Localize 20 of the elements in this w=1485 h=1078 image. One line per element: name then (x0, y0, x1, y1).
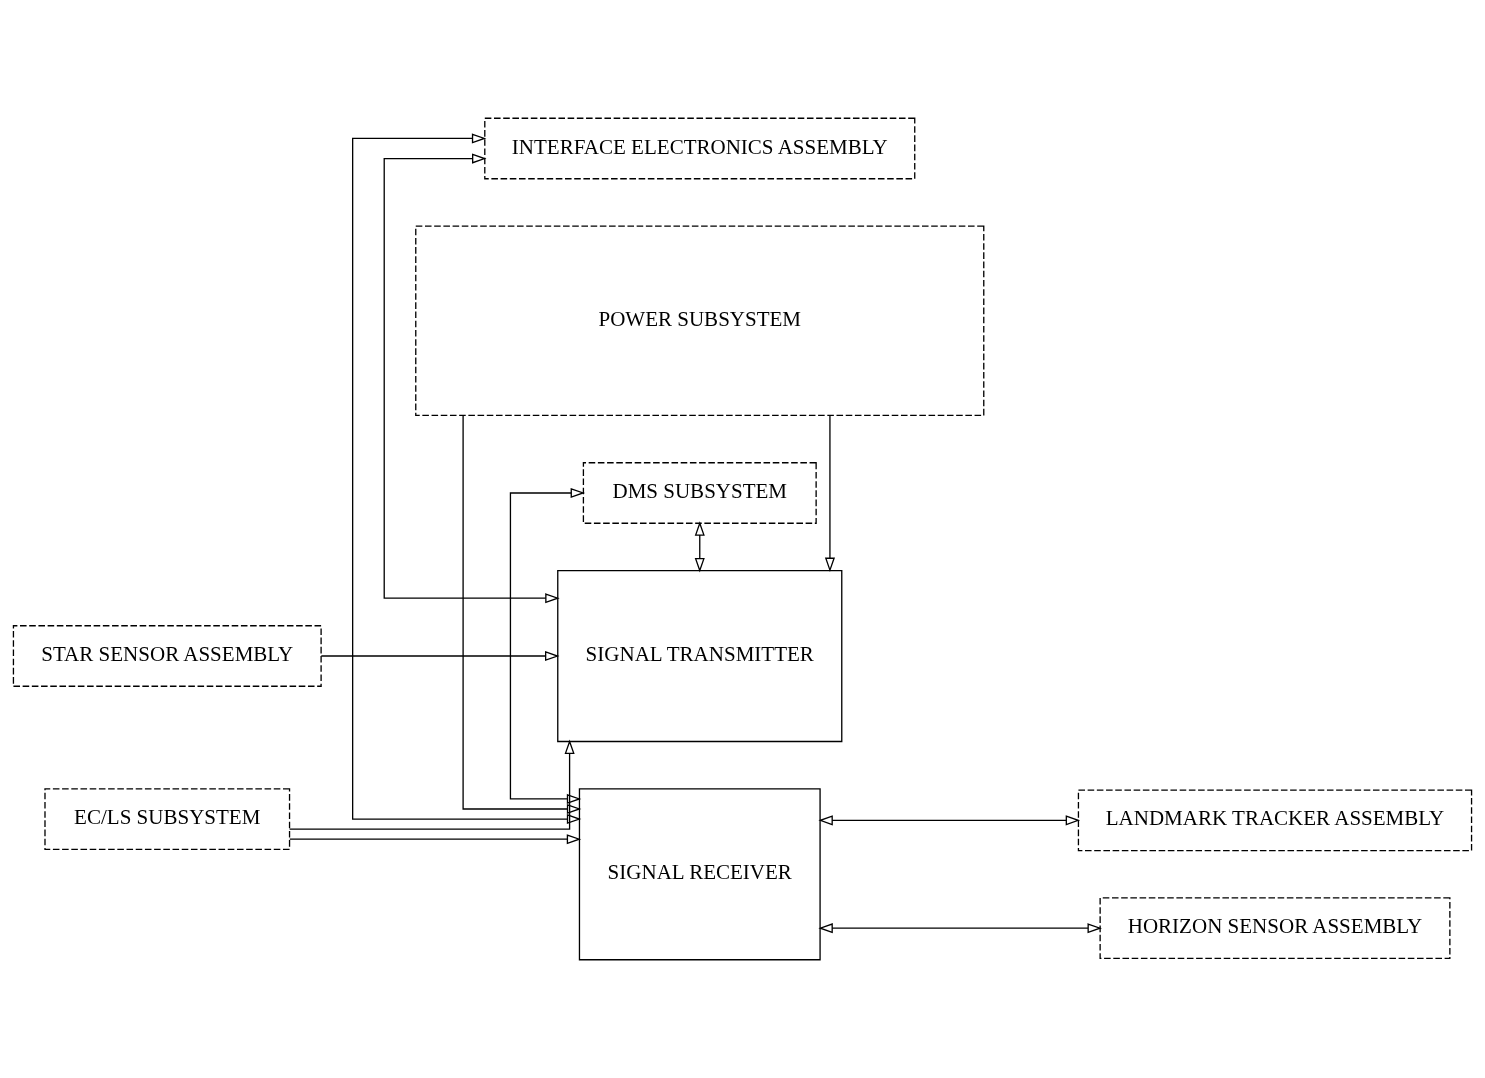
arrow (289, 834, 582, 845)
node-box: HORIZON SENSOR ASSEMBLY (1099, 897, 1451, 960)
arrow (320, 650, 560, 662)
arrow (352, 133, 582, 825)
node-box: LANDMARK TRACKER ASSEMBLY (1077, 789, 1473, 852)
arrow (288, 739, 575, 830)
node-box: POWER SUBSYSTEM (415, 225, 985, 417)
node-box: SIGNAL TRANSMITTER (557, 569, 843, 743)
node-box: SIGNAL RECEIVER (578, 788, 821, 961)
arrow (818, 815, 1081, 826)
arrow (824, 414, 835, 573)
node-box: DMS SUBSYSTEM (582, 462, 817, 524)
arrow (694, 521, 705, 573)
node-box: INTERFACE ELECTRONICS ASSEMBLY (484, 117, 916, 180)
node-box: EC/LS SUBSYSTEM (44, 788, 291, 850)
node-box: STAR SENSOR ASSEMBLY (12, 625, 322, 687)
arrow (383, 153, 560, 604)
arrow (818, 923, 1102, 934)
arrow (462, 414, 582, 815)
arrow (509, 487, 586, 804)
